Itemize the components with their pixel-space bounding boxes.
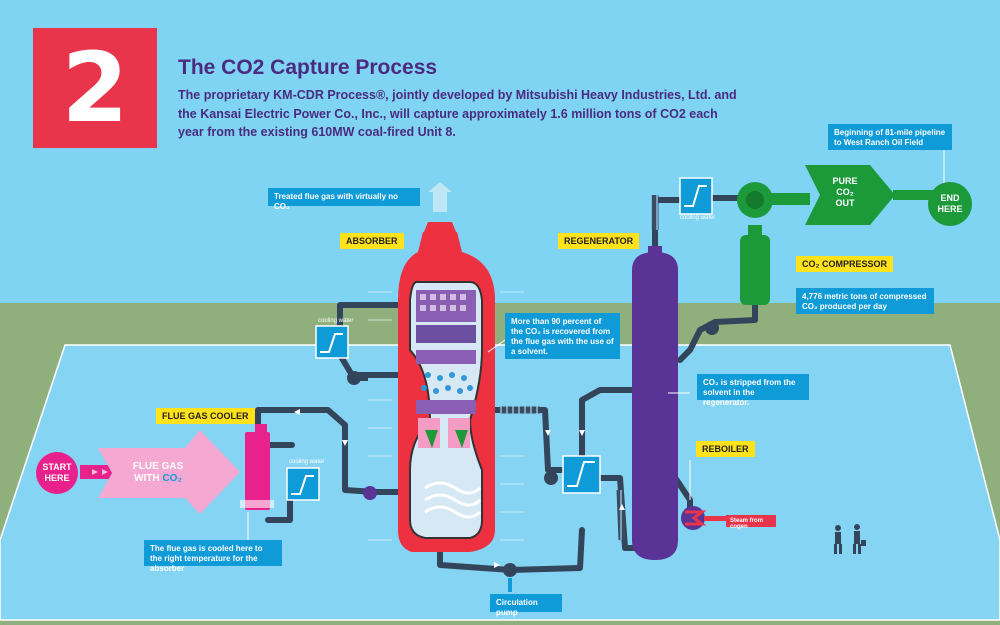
pure-co2-label: PURE CO₂ OUT: [822, 176, 868, 209]
cooling-water-label-cooler: cooling water: [289, 459, 325, 465]
circulation-pump-callout: Circulation pump: [490, 594, 562, 617]
recovered-callout: More than 90 percent of the CO₂ is recov…: [505, 313, 620, 359]
regenerator-tower: [632, 246, 678, 560]
stripped-callout: CO₂ is stripped from the solvent in the …: [697, 374, 809, 407]
regenerator-tag: REGENERATOR: [558, 233, 640, 249]
end-line2: HERE: [937, 204, 963, 214]
pipeline-callout: Beginning of 81-mile pipeline to West Ra…: [828, 124, 952, 150]
absorber-gas-plumes: [418, 418, 470, 448]
treated-gas-arrow: [428, 182, 452, 212]
intro-paragraph: The proprietary KM-CDR Process®, jointly…: [178, 88, 737, 139]
end-line1: END: [940, 193, 960, 203]
tower-level-marks: [368, 291, 524, 541]
step-number-badge: 2: [33, 28, 157, 148]
end-pipe: [893, 190, 933, 200]
pipe-cooler-coolingwater: [265, 442, 295, 523]
pump-icons: [347, 321, 719, 592]
pipe-regen-top: [652, 197, 685, 253]
cooler-top-cap: [255, 424, 267, 434]
pure-line1: PURE: [832, 176, 858, 186]
pure-co2-arrow: [805, 165, 895, 225]
page-title: The CO2 Capture Process: [178, 56, 438, 79]
treated-gas-callout: Treated flue gas with virtually no CO₂: [268, 188, 420, 211]
co2-compressor: [737, 182, 810, 305]
cooling-water-label-absorber: cooling water: [318, 318, 354, 324]
heat-exchanger-lean-rich: [562, 455, 601, 494]
end-node: END HERE: [928, 182, 972, 226]
cooled-callout: The flue gas is cooled here to the right…: [144, 540, 282, 573]
steam-callout: Steam from cogen: [726, 515, 776, 530]
compressed-callout: 4,776 metric tons of compressed CO₂ prod…: [796, 288, 934, 314]
reboiler-tag: REBOILER: [696, 441, 755, 457]
flue-gas-line1: FLUE GAS: [132, 461, 184, 472]
flue-gas-cooler-tag: FLUE GAS COOLER: [156, 408, 255, 424]
flue-gas-label: FLUE GAS WITH CO₂: [118, 461, 198, 485]
flue-gas-co2: CO₂: [162, 473, 182, 484]
ribbed-pipe-3: [616, 489, 626, 541]
co2-compressor-tag: CO₂ COMPRESSOR: [796, 256, 894, 272]
people-icon: [834, 524, 866, 554]
flue-gas-arrow: [98, 430, 240, 514]
flow-arrows: [294, 409, 625, 568]
heat-exchanger-condenser: [679, 177, 713, 215]
reboiler: [681, 506, 726, 530]
heat-exchanger-absorber: [315, 325, 349, 359]
heat-exchanger-cooler: [286, 467, 320, 501]
flue-gas-line2-prefix: WITH: [134, 473, 163, 484]
start-node: START HERE: [36, 452, 78, 494]
start-line1: START: [42, 462, 72, 472]
absorber-tag: ABSORBER: [340, 233, 404, 249]
cooling-water-label-condenser: cooling water: [680, 215, 716, 221]
flue-gas-cooler: [245, 432, 270, 510]
pipe-exchanger-up: [579, 387, 643, 478]
absorber-tower: [398, 222, 495, 552]
start-line2: HERE: [44, 473, 70, 483]
pure-line3: OUT: [835, 198, 855, 208]
pure-line2: CO₂: [836, 187, 854, 197]
